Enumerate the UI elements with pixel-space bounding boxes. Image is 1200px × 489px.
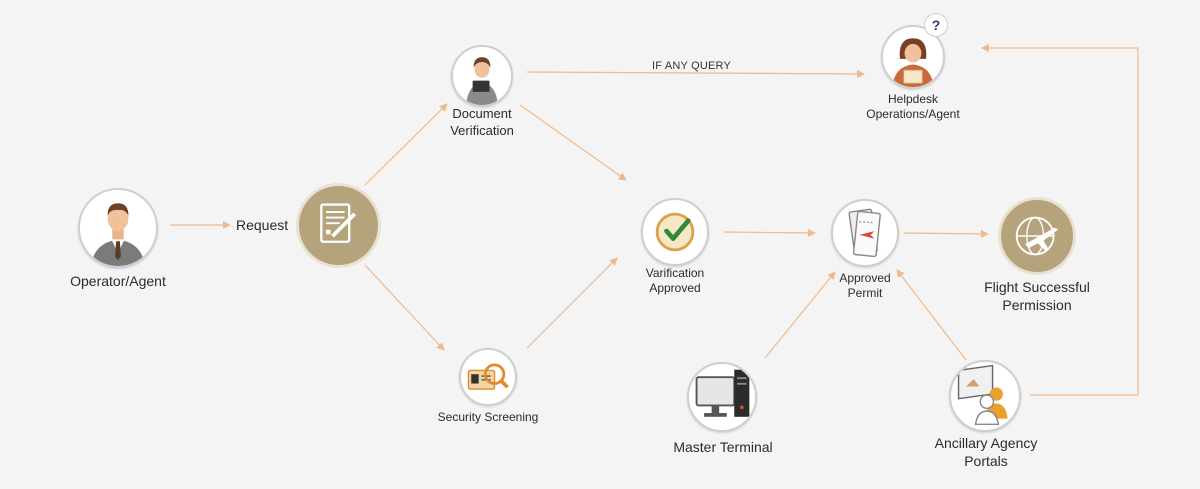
portal-users-icon: [957, 364, 1008, 426]
request-label: Request: [236, 217, 289, 233]
operator-node: [78, 188, 158, 268]
security-label: Security Screening: [437, 410, 539, 424]
query-label: IF ANY QUERY: [652, 60, 732, 72]
flight-permission-line1: Flight Successful: [984, 279, 1090, 295]
businessman-icon: [91, 203, 145, 266]
verification-approved-line1: Varification: [645, 266, 705, 280]
arrow-doc-helpdesk: [526, 69, 865, 78]
support-agent-icon: [892, 38, 934, 87]
id-card-magnifier-icon: [467, 363, 509, 390]
approved-permit-label: Approved Permit: [815, 271, 915, 301]
approved-permit-line2: Permit: [847, 286, 883, 300]
arrow-verified-permit: [723, 228, 816, 237]
doc-verification-line2: Verification: [450, 123, 514, 138]
approved-permit-node: [831, 199, 899, 267]
operator-label: Operator/Agent: [70, 273, 166, 289]
ancillary-label: Ancillary Agency Portals: [924, 434, 1048, 470]
verification-approved-node: [641, 198, 709, 266]
arrow-request-docverification: [364, 103, 448, 186]
doc-verification-line1: Document: [452, 106, 512, 121]
computer-terminal-icon: [695, 369, 750, 417]
arrow-ancillary-permit: [896, 269, 967, 361]
helpdesk-question-bubble: ?: [924, 13, 948, 37]
globe-plane-icon: [1015, 216, 1059, 256]
ancillary-node: [949, 360, 1021, 432]
approved-permit-line1: Approved: [839, 271, 891, 285]
flight-permission-label: Flight Successful Permission: [970, 278, 1104, 314]
flight-permission-line2: Permission: [1002, 297, 1072, 313]
doc-verification-node: [451, 45, 513, 107]
master-terminal-label: Master Terminal: [673, 439, 773, 455]
arrow-security-verified: [526, 257, 618, 349]
arrow-request-security: [364, 264, 445, 351]
arrow-doc-verified: [519, 104, 627, 181]
arrow-permit-flight: [903, 229, 989, 238]
document-edit-icon: [320, 203, 357, 243]
master-terminal-node: [687, 362, 757, 432]
ancillary-line2: Portals: [964, 453, 1008, 469]
helpdesk-label: Helpdesk Operations/Agent: [853, 92, 973, 122]
doc-verification-label: Document Verification: [432, 105, 532, 139]
helpdesk-line2: Operations/Agent: [866, 107, 960, 121]
helpdesk-line1: Helpdesk: [887, 92, 939, 106]
checkmark-icon: [655, 212, 695, 252]
flight-permission-node: [998, 197, 1076, 275]
woman-with-tablet-icon: [466, 57, 498, 105]
verification-approved-line2: Approved: [649, 281, 701, 295]
request-node: [296, 183, 381, 268]
verification-approved-label: Varification Approved: [625, 266, 725, 296]
helpdesk-node: [881, 25, 945, 89]
arrow-terminal-permit: [764, 271, 836, 359]
arrow-ancillary-helpdesk: [981, 44, 1139, 396]
ancillary-line1: Ancillary Agency: [934, 435, 1038, 451]
ticket-permit-icon: [848, 208, 881, 258]
security-node: [459, 348, 517, 406]
